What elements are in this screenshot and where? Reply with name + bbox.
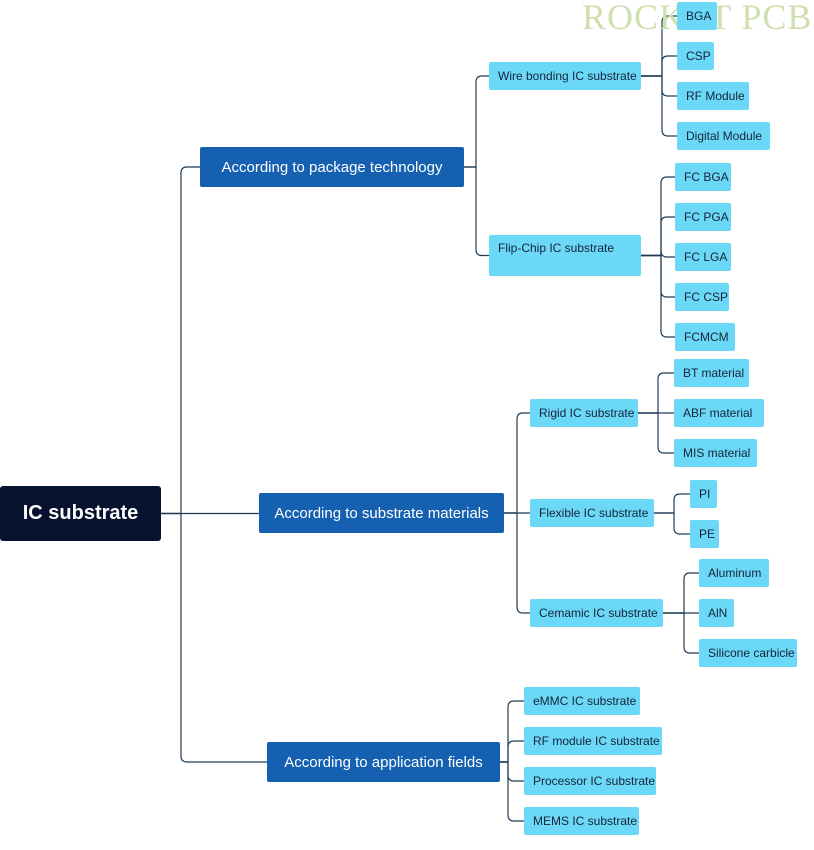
root-node-label: IC substrate xyxy=(22,502,139,524)
leaf-abf-material: ABF material xyxy=(674,399,764,427)
leaf-bga: BGA xyxy=(677,2,717,30)
leaf-digital-module: Digital Module xyxy=(677,122,770,150)
sub-wire-bonding-ic-substrate: Wire bonding IC substrate xyxy=(489,62,641,90)
sub-rf-module-ic-substrate-label: RF module IC substrate xyxy=(533,734,660,748)
leaf-bga-label: BGA xyxy=(686,9,712,23)
sub-cemamic-ic-substrate: Cemamic IC substrate xyxy=(530,599,663,627)
leaf-pe: PE xyxy=(690,520,719,548)
sub-flexible-ic-substrate: Flexible IC substrate xyxy=(530,499,654,527)
leaf-aluminum: Aluminum xyxy=(699,559,769,587)
leaf-mis-material-label: MIS material xyxy=(683,446,751,460)
connector-sub-leaf xyxy=(641,176,675,257)
connector-sub-leaf xyxy=(638,412,674,454)
connector-branch-sub xyxy=(504,412,530,514)
leaf-fc-bga-label: FC BGA xyxy=(684,170,729,184)
connector-branch-sub xyxy=(504,512,530,614)
sub-rigid-ic-substrate-label: Rigid IC substrate xyxy=(539,406,635,420)
leaf-fc-csp-label: FC CSP xyxy=(684,290,729,304)
leaf-bt-material-label: BT material xyxy=(683,366,745,380)
leaf-fc-lga: FC LGA xyxy=(675,243,731,271)
connector-branch-sub xyxy=(500,761,524,782)
root-node: IC substrate xyxy=(0,486,161,541)
leaf-csp: CSP xyxy=(677,42,714,70)
leaf-abf-material-label: ABF material xyxy=(683,406,753,420)
sub-processor-ic-substrate: Processor IC substrate xyxy=(524,767,656,795)
leaf-fcmcm-label: FCMCM xyxy=(684,330,729,344)
leaf-fc-csp: FC CSP xyxy=(675,283,729,311)
leaf-pi-label: PI xyxy=(699,487,711,501)
connector-branch-sub xyxy=(464,166,489,257)
branch-according-to-package-technology-label: According to package technology xyxy=(221,158,443,176)
sub-wire-bonding-ic-substrate-label: Wire bonding IC substrate xyxy=(498,69,637,83)
sub-emmc-ic-substrate-label: eMMC IC substrate xyxy=(533,694,637,708)
connector-root-branch xyxy=(161,512,267,763)
branch-according-to-package-technology: According to package technology xyxy=(200,147,464,187)
leaf-mis-material: MIS material xyxy=(674,439,757,467)
sub-flip-chip-ic-substrate-label: Flip-Chip IC substrate xyxy=(498,241,615,255)
connector-sub-leaf xyxy=(641,75,677,97)
sub-cemamic-ic-substrate-label: Cemamic IC substrate xyxy=(539,606,658,620)
leaf-silicone-carbicle-label: Silicone carbicle xyxy=(708,646,795,660)
connector-sub-leaf xyxy=(641,216,675,257)
leaf-rf-module-label: RF Module xyxy=(686,89,745,103)
connector-sub-leaf xyxy=(663,612,699,654)
connector-sub-leaf xyxy=(663,572,699,614)
connector-sub-leaf xyxy=(654,493,690,514)
sub-flexible-ic-substrate-label: Flexible IC substrate xyxy=(539,506,649,520)
leaf-rf-module: RF Module xyxy=(677,82,749,110)
branch-according-to-substrate-materials-label: According to substrate materials xyxy=(274,504,489,522)
leaf-digital-module-label: Digital Module xyxy=(686,129,763,143)
sub-rf-module-ic-substrate: RF module IC substrate xyxy=(524,727,662,755)
connector-branch-sub xyxy=(464,75,489,168)
leaf-aln-label: AlN xyxy=(708,606,728,620)
leaf-fc-lga-label: FC LGA xyxy=(684,250,728,264)
connector-sub-leaf xyxy=(641,75,677,137)
leaf-aln: AlN xyxy=(699,599,734,627)
branch-according-to-application-fields: According to application fields xyxy=(267,742,500,782)
leaf-silicone-carbicle: Silicone carbicle xyxy=(699,639,797,667)
sub-mems-ic-substrate-label: MEMS IC substrate xyxy=(533,814,638,828)
leaf-fc-bga: FC BGA xyxy=(675,163,731,191)
sub-rigid-ic-substrate: Rigid IC substrate xyxy=(530,399,638,427)
leaf-fc-pga-label: FC PGA xyxy=(684,210,729,224)
leaf-pi: PI xyxy=(690,480,717,508)
connector-branch-sub xyxy=(500,740,524,763)
connector-sub-leaf xyxy=(641,55,677,77)
connector-sub-leaf xyxy=(641,254,675,338)
connector-root-branch xyxy=(161,166,200,515)
leaf-pe-label: PE xyxy=(699,527,716,541)
leaf-bt-material: BT material xyxy=(674,359,749,387)
leaf-fc-pga: FC PGA xyxy=(675,203,731,231)
leaf-fcmcm: FCMCM xyxy=(675,323,735,351)
branch-according-to-application-fields-label: According to application fields xyxy=(284,753,483,771)
sub-flip-chip-ic-substrate: Flip-Chip IC substrate xyxy=(489,235,641,276)
connector-sub-leaf xyxy=(641,254,675,298)
connector-branch-sub xyxy=(500,700,524,763)
leaf-csp-label: CSP xyxy=(686,49,711,63)
connector-sub-leaf xyxy=(638,372,674,414)
sub-mems-ic-substrate: MEMS IC substrate xyxy=(524,807,639,835)
connector-sub-leaf xyxy=(654,512,690,535)
sub-processor-ic-substrate-label: Processor IC substrate xyxy=(533,774,656,788)
leaf-aluminum-label: Aluminum xyxy=(708,566,762,580)
branch-according-to-substrate-materials: According to substrate materials xyxy=(259,493,504,533)
connector-branch-sub xyxy=(500,761,524,822)
sub-emmc-ic-substrate: eMMC IC substrate xyxy=(524,687,640,715)
